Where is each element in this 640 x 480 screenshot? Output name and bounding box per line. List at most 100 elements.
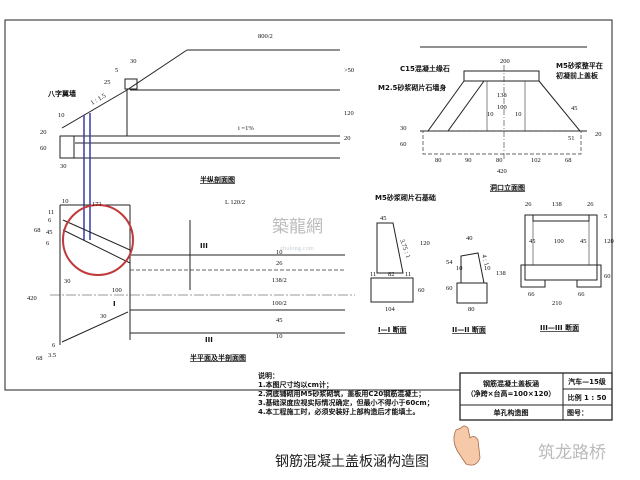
section-i: 45 11 82 11 60 104 120 3.75 : 1 I—I 断面	[370, 215, 430, 334]
dim: 6	[46, 240, 50, 247]
dim: 10	[456, 265, 463, 272]
hand-cursor-icon	[453, 425, 481, 466]
drawing-border	[4, 19, 613, 391]
dim: 30	[400, 125, 407, 132]
dim: 45	[46, 229, 53, 236]
label-m25-wall: M2.5砂浆砌片石墙身	[378, 83, 446, 92]
dim: 45	[276, 317, 283, 324]
dim: 100	[554, 238, 564, 245]
dim: 68	[36, 355, 43, 362]
dim: 420	[27, 295, 37, 302]
dim: 11	[405, 271, 411, 278]
dim: 10	[484, 265, 491, 272]
label-m5-leveling-2: 初凝前上盖板	[556, 71, 599, 80]
dim: 45	[571, 105, 578, 112]
dim: 120	[420, 240, 430, 247]
dim: 60	[604, 273, 611, 280]
dim: 3.5	[48, 352, 56, 359]
dim: 10	[58, 112, 65, 119]
dim: 30	[64, 278, 71, 285]
dim: 66	[528, 291, 535, 298]
dim: 80	[496, 157, 503, 164]
section-ii: 40 54 10 10 60 138 80 4 : 1 II—II 断面	[446, 235, 506, 334]
notes-heading: 说明：	[258, 371, 279, 380]
dim: 10	[62, 198, 69, 205]
dim: 138	[497, 92, 507, 99]
dim: 45	[529, 238, 536, 245]
view-title-half-longitudinal: 半纵剖面图	[200, 175, 235, 184]
half-longitudinal-section: 八字翼墙 1 : 1.5 i =1% 800/2 30 5 25 10 20 6…	[40, 33, 354, 240]
dim: L 120/2	[225, 199, 245, 206]
watermark-corner: 筑龙路桥	[538, 443, 606, 463]
label-c15-curb: C15混凝土缘石	[400, 64, 450, 73]
dim: 68	[34, 227, 41, 234]
cut-mark-iii-bottom: III	[205, 336, 213, 344]
dim: 171	[92, 201, 102, 208]
label-m5-leveling: M5砂浆整平在	[556, 61, 603, 70]
label-m5-foundation: M5砂浆砌片石基础	[375, 193, 436, 202]
dim: 138	[552, 201, 562, 208]
title-block-drawing-no: 图号：	[567, 408, 588, 417]
dim: 80	[468, 306, 475, 313]
label-gradient: i =1%	[238, 125, 254, 132]
dim: 200	[500, 58, 510, 65]
dim: 45	[580, 238, 587, 245]
dim: 6	[52, 342, 56, 349]
label-wing-wall: 八字翼墙	[47, 89, 76, 98]
dim: 100	[497, 104, 507, 111]
dim: 82	[388, 271, 395, 278]
dim: 120	[344, 110, 354, 117]
dim: 100	[112, 287, 122, 294]
dim: 26	[276, 260, 283, 267]
dim: 100/2	[272, 300, 287, 307]
view-title-half-plan: 半平面及半剖面图	[190, 353, 246, 362]
dim: 10	[276, 333, 283, 340]
dim: 20	[40, 129, 47, 136]
notes: 说明： 1.本图尺寸均以cm计； 2.洞底铺砌用M5砂浆砌筑，盖板用C20钢筋混…	[258, 371, 434, 416]
note-item: 1.本图尺寸均以cm计；	[258, 380, 333, 389]
dim: 40	[466, 235, 473, 242]
dim: 104	[385, 306, 396, 313]
dim: 20	[595, 131, 602, 138]
dim: 54	[446, 259, 453, 266]
caption: 钢筋混凝土盖板涵构造图	[275, 453, 429, 470]
dim: 60	[400, 141, 407, 148]
dim: 60	[418, 287, 425, 294]
label-batter-2: 4 : 1	[480, 254, 490, 267]
portal-elevation: C15混凝土缘石 M2.5砂浆砌片石墙身 M5砂浆整平在 初凝前上盖板 M5砂浆…	[375, 46, 603, 202]
dim: 120	[604, 238, 614, 245]
dim: 26	[525, 201, 532, 208]
title-block-spec: （净跨×台高=100×120）	[467, 389, 556, 398]
dim: 10	[515, 111, 522, 118]
dim: 51	[568, 135, 575, 142]
dim: 30	[60, 163, 67, 170]
dim: 25	[104, 79, 111, 86]
dim: 30	[130, 58, 137, 65]
dim: 66	[578, 291, 585, 298]
dim: 90	[465, 157, 472, 164]
dim: 5	[604, 213, 607, 220]
half-plan-section: III III I 10 171 L 120/2 11 6 68 45 6 42…	[27, 198, 355, 362]
note-item: 2.洞底铺砌用M5砂浆砌筑，盖板用C20钢筋混凝土；	[258, 389, 425, 398]
dim: 800/2	[258, 33, 273, 40]
title-block-name: 钢筋混凝土盖板涵	[483, 379, 539, 388]
dim: 138/2	[272, 277, 287, 284]
view-title-section-iii: III—III 断面	[540, 323, 579, 332]
dim: 420	[497, 168, 507, 175]
dim: 60	[446, 285, 453, 292]
dim: 10	[487, 111, 494, 118]
title-block-scale: 比例 1 : 50	[568, 393, 607, 402]
dim: 102	[531, 157, 541, 164]
dim: 20	[344, 135, 351, 142]
dim: 60	[40, 145, 47, 152]
dim: 210	[552, 300, 562, 307]
note-item: 4.本工程施工时，必须安装好上部构造后才能填土。	[258, 407, 420, 416]
dim: 11	[48, 209, 54, 216]
dim: 80	[435, 157, 442, 164]
dim: 11	[370, 271, 376, 278]
cut-mark-iii: III	[200, 242, 208, 250]
watermark-center: 築龍網	[272, 217, 323, 237]
annotation-circle	[62, 204, 134, 276]
dim: 138	[496, 270, 506, 277]
